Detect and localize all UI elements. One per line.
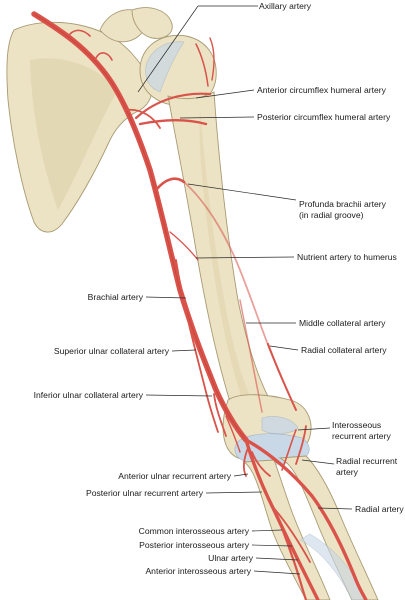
label-anterior-circumflex-humeral-artery: Anterior circumflex humeral artery — [257, 85, 387, 95]
label-ulnar-artery: Ulnar artery — [208, 553, 254, 563]
label-nutrient-artery-to-humerus: Nutrient artery to humerus — [297, 252, 397, 262]
label-inferior-ulnar-collateral-artery: Inferior ulnar collateral artery — [34, 390, 144, 400]
nutrient-artery-vessel — [169, 231, 199, 261]
label-middle-collateral-artery: Middle collateral artery — [299, 318, 386, 328]
label-posterior-circumflex-humeral-artery: Posterior circumflex humeral artery — [257, 112, 391, 122]
label-posterior-ulnar-recurrent-artery: Posterior ulnar recurrent artery — [86, 488, 204, 498]
ulnar-artery-vessel — [244, 438, 320, 600]
label-radial-artery: Radial artery — [355, 504, 404, 514]
middle-collateral-vessel — [239, 299, 263, 413]
labels: Axillary artery Anterior circumflex hume… — [34, 1, 405, 576]
profunda-brachii-vessel — [154, 177, 186, 192]
label-radial-recurrent-artery: Radial recurrent artery — [336, 456, 400, 477]
label-axillary-artery: Axillary artery — [259, 1, 312, 11]
leader-lines — [137, 5, 353, 575]
radial-collateral-vessel — [267, 343, 297, 411]
label-radial-collateral-artery: Radial collateral artery — [301, 345, 387, 355]
arteries — [31, 11, 368, 600]
ulnar-recurrent-vessels — [242, 447, 249, 477]
label-superior-ulnar-collateral-artery: Superior ulnar collateral artery — [54, 346, 170, 356]
anterior-circumflex-vessel — [134, 92, 212, 120]
label-anterior-interosseous-artery: Anterior interosseous artery — [145, 566, 251, 576]
radial-artery-vessel — [244, 438, 368, 600]
label-brachial-artery: Brachial artery — [88, 292, 144, 302]
label-common-interosseous-artery: Common interosseous artery — [139, 526, 250, 536]
superior-ulnar-collateral-vessel — [175, 259, 219, 433]
posterior-circumflex-vessel — [138, 119, 208, 126]
label-profunda-brachii-artery: Profunda brachii artery (in radial groov… — [299, 199, 388, 220]
label-posterior-interosseous-artery: Posterior interosseous artery — [139, 540, 250, 550]
scapula — [6, 7, 173, 233]
label-interosseous-recurrent-artery: Interosseous recurrent artery — [332, 420, 391, 441]
forearm-bones — [242, 455, 379, 600]
label-anterior-ulnar-recurrent-artery: Anterior ulnar recurrent artery — [118, 471, 231, 481]
inferior-ulnar-collateral-vessel — [213, 393, 227, 437]
